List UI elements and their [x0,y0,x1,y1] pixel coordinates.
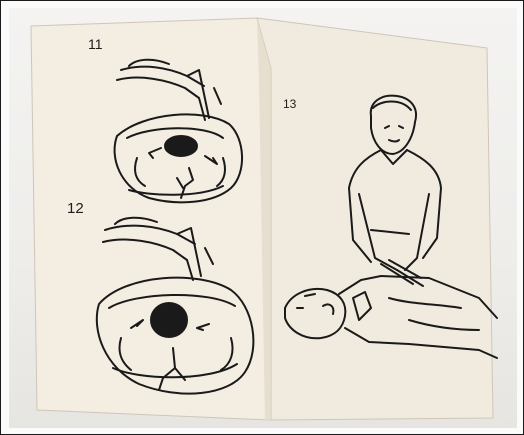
booklet-illustration [9,8,517,428]
right-page [257,18,493,420]
step-11-label: 11 [88,36,103,52]
cpr-booklet-photo: 11 12 13 [9,8,517,428]
step-13-label: 13 [283,97,296,111]
step-12-label: 12 [67,200,84,217]
